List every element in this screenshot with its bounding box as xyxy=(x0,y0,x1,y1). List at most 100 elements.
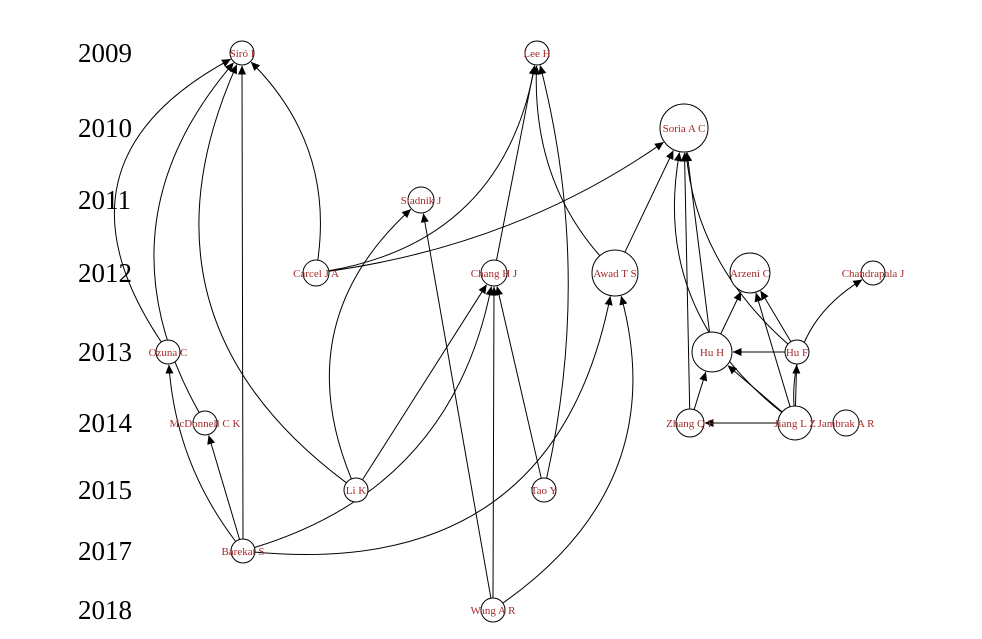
edge-barekat-to-ozuna xyxy=(165,364,237,542)
node-chandrapala[interactable]: Chandrapala J xyxy=(842,260,905,286)
node-barekat[interactable]: Barekat S xyxy=(221,538,265,564)
edge-zhang-to-soria xyxy=(680,152,691,410)
node-label-soria: Soria A C xyxy=(663,123,706,135)
edge-barekat-to-chang xyxy=(254,286,494,548)
node-circle-ozuna xyxy=(155,339,181,365)
node-chang[interactable]: Chang H J xyxy=(471,259,518,287)
node-tao[interactable]: Tao Y xyxy=(531,477,558,503)
node-label-arzeni: Arzeni C xyxy=(730,268,770,280)
node-label-jambrak: Jambrak A R xyxy=(818,418,875,430)
edge-awad-to-lee xyxy=(532,65,601,257)
node-label-huh: Hu H xyxy=(700,347,724,359)
edge-wang-to-chang xyxy=(489,286,499,599)
edge-wang-to-stadnik xyxy=(420,213,492,599)
node-stadnik[interactable]: Stadnik J xyxy=(401,186,442,214)
node-circle-awad xyxy=(591,249,639,297)
node-circle-huh xyxy=(691,331,733,373)
node-circle-wang xyxy=(480,597,506,623)
node-circle-huf xyxy=(784,339,810,365)
node-circle-barekat xyxy=(230,538,256,564)
node-huf[interactable]: Hu F xyxy=(784,339,810,365)
year-label-2013: 2013 xyxy=(78,337,132,367)
edge-carcel-to-lee xyxy=(328,65,538,272)
node-circle-arzeni xyxy=(729,252,771,294)
year-label-2011: 2011 xyxy=(78,185,131,215)
node-label-siro: Siró I xyxy=(230,48,255,60)
edge-lik-to-siro xyxy=(198,64,347,484)
edge-jiang-to-arzeni xyxy=(754,292,791,407)
edge-jiang-to-chandrapala xyxy=(793,279,863,407)
edge-tao-to-chang xyxy=(495,286,542,479)
node-circle-siro xyxy=(229,40,255,66)
node-label-barekat: Barekat S xyxy=(221,546,264,558)
year-label-2018: 2018 xyxy=(78,595,132,625)
node-awad[interactable]: Awad T S xyxy=(591,249,639,297)
node-carcel[interactable]: Carcel J A xyxy=(293,259,339,287)
edge-chang-to-lee xyxy=(496,65,537,261)
edge-jiang-to-huh xyxy=(727,365,783,413)
year-label-2012: 2012 xyxy=(78,258,132,288)
node-circle-mcdonnell xyxy=(192,410,218,436)
edge-carcel-to-siro xyxy=(250,61,321,261)
node-label-chandrapala: Chandrapala J xyxy=(842,268,905,280)
year-label-2014: 2014 xyxy=(78,408,133,438)
year-label-2017: 2017 xyxy=(78,536,132,566)
edge-lik-to-stadnik xyxy=(328,209,412,480)
node-mcdonnell[interactable]: McDonnell C K xyxy=(170,410,241,436)
edge-tao-to-lee xyxy=(538,65,569,479)
node-arzeni[interactable]: Arzeni C xyxy=(729,252,771,294)
node-circle-stadnik xyxy=(407,186,435,214)
node-lee[interactable]: Lee H xyxy=(523,40,551,66)
node-label-lik: Li K xyxy=(346,485,367,497)
node-jiang[interactable]: Jiang L Z xyxy=(774,405,816,441)
year-label-2010: 2010 xyxy=(78,113,132,143)
edge-huh-to-soria xyxy=(684,152,710,333)
node-circle-jambrak xyxy=(832,409,860,437)
node-label-stadnik: Stadnik J xyxy=(401,195,442,207)
node-circle-zhang xyxy=(675,408,705,438)
edge-barekat-to-mcdonnell xyxy=(207,435,241,540)
node-siro[interactable]: Siró I xyxy=(229,40,255,66)
year-axis: 2009 2010 2011 2012 2013 2014 2015 2017 2018 xyxy=(78,38,133,625)
node-huh[interactable]: Hu H xyxy=(691,331,733,373)
node-jambrak[interactable]: Jambrak A R xyxy=(818,409,875,437)
node-label-carcel: Carcel J A xyxy=(293,268,339,280)
node-label-awad: Awad T S xyxy=(593,268,636,280)
edges-layer xyxy=(113,58,863,604)
node-label-lee: Lee H xyxy=(523,48,550,60)
year-label-2009: 2009 xyxy=(78,38,132,68)
edge-zhang-to-huh xyxy=(693,371,708,410)
node-label-wang: Wang A R xyxy=(471,605,517,617)
node-circle-soria xyxy=(659,103,709,153)
edge-huf-to-soria xyxy=(682,152,789,345)
node-label-jiang: Jiang L Z xyxy=(774,418,816,430)
edge-mcdonnell-to-siro xyxy=(153,62,234,413)
nodes-layer: Siró I Lee H Soria A C Stadnik J Carcel J A C… xyxy=(149,40,905,623)
node-circle-lee xyxy=(524,40,550,66)
edge-barekat-to-siro xyxy=(237,65,247,540)
node-circle-lik xyxy=(343,477,369,503)
node-label-huf: Hu F xyxy=(786,347,808,359)
node-lik[interactable]: Li K xyxy=(343,477,369,503)
node-label-mcdonnell: McDonnell C K xyxy=(170,418,241,430)
edge-carcel-to-soria xyxy=(328,141,664,272)
edge-huh-to-arzeni xyxy=(720,291,742,335)
node-zhang[interactable]: Zhang Q F xyxy=(666,408,714,438)
node-label-ozuna: Ozuna C xyxy=(149,347,188,359)
node-circle-tao xyxy=(531,477,557,503)
edge-awad-to-soria xyxy=(624,150,674,253)
node-soria[interactable]: Soria A C xyxy=(659,103,709,153)
node-ozuna[interactable]: Ozuna C xyxy=(149,339,188,365)
node-wang[interactable]: Wang A R xyxy=(471,597,517,623)
year-label-2015: 2015 xyxy=(78,475,132,505)
edge-huf-to-arzeni xyxy=(760,290,792,342)
edge-lik-to-chang xyxy=(361,284,487,481)
node-circle-jiang xyxy=(777,405,813,441)
node-circle-chang xyxy=(480,259,508,287)
node-circle-carcel xyxy=(302,259,330,287)
edge-wang-to-awad xyxy=(502,295,634,604)
node-label-chang: Chang H J xyxy=(471,268,518,280)
node-circle-chandrapala xyxy=(860,260,886,286)
edge-ozuna-to-siro xyxy=(113,58,231,343)
